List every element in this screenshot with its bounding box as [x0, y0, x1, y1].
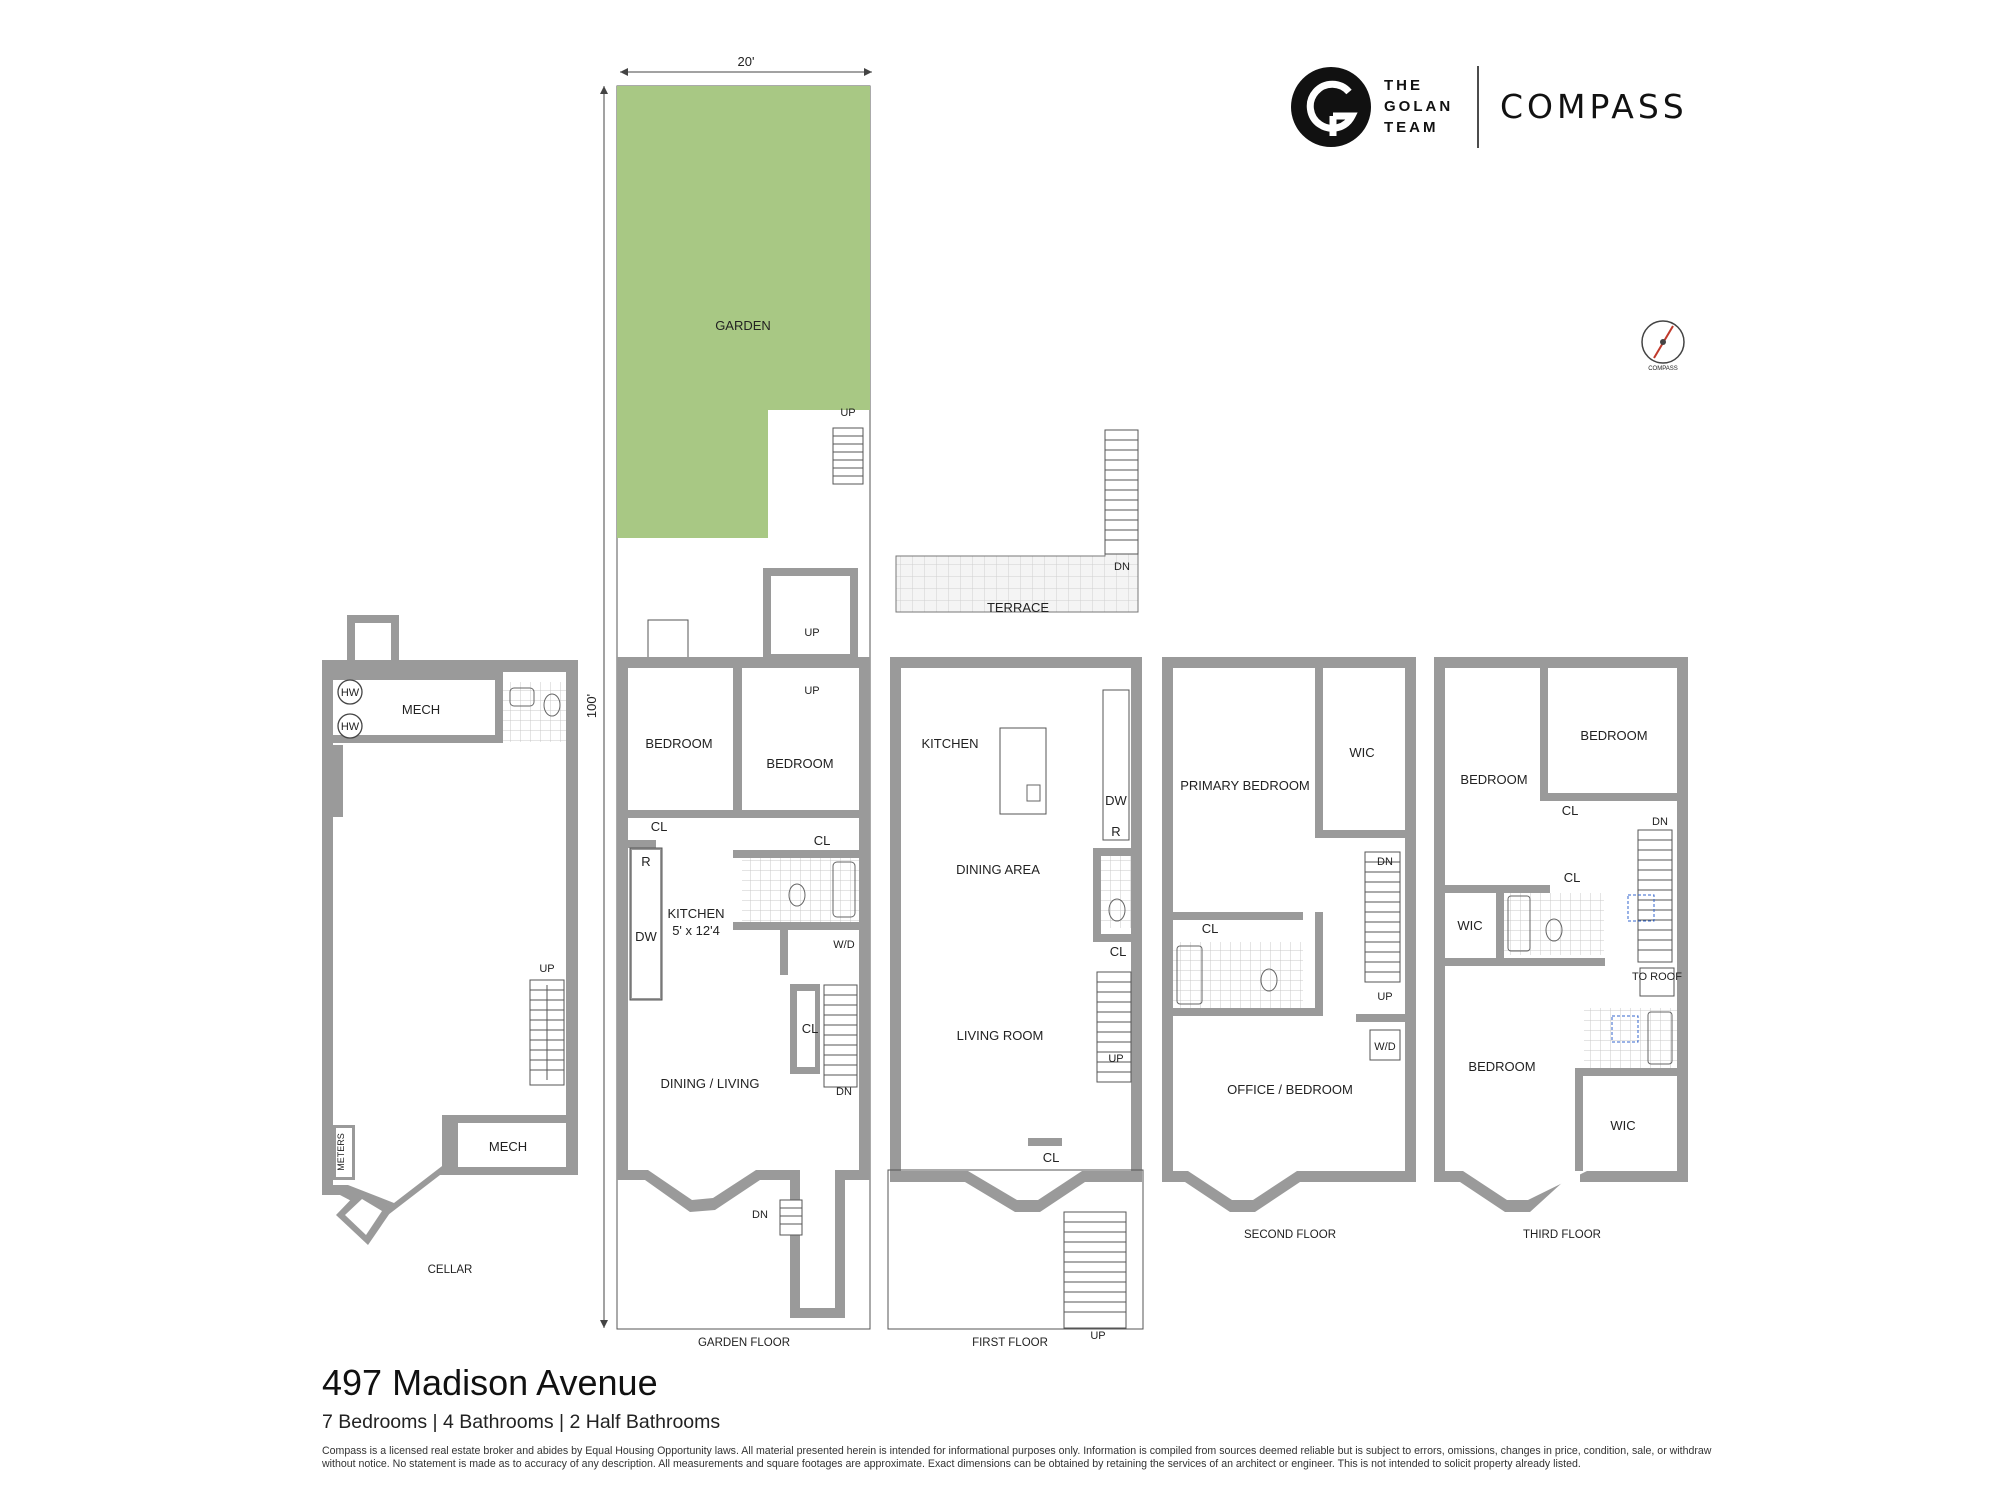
third-wic-b: WIC: [1610, 1118, 1635, 1133]
third-dn: DN: [1652, 816, 1668, 828]
terrace-area: [895, 429, 1139, 613]
cellar-meters: METERS: [336, 1133, 346, 1171]
property-summary: 7 Bedrooms | 4 Bathrooms | 2 Half Bathro…: [322, 1411, 721, 1433]
second-primary-line1: PRIMARY BEDROOM: [1180, 778, 1310, 793]
garden-label: GARDEN: [715, 318, 771, 333]
garden-caption: GARDEN FLOOR: [698, 1337, 790, 1349]
garden-dining-living: DINING / LIVING: [661, 1076, 760, 1091]
first-cl-b: CL: [1043, 1150, 1060, 1165]
first-up-stoop: UP: [1090, 1330, 1105, 1342]
third-cl-a: CL: [1562, 803, 1579, 818]
second-cl: CL: [1202, 921, 1219, 936]
garden-bedroom-left: BEDROOM: [645, 736, 712, 751]
first-caption: FIRST FLOOR: [972, 1337, 1048, 1349]
cellar-hw-2: HW: [341, 721, 360, 733]
garden-dw: DW: [635, 929, 657, 944]
team-line-2: GOLAN: [1384, 98, 1453, 115]
first-r: R: [1111, 824, 1120, 839]
compass-rose-icon: COMPASS: [1641, 320, 1685, 372]
garden-r: R: [641, 854, 650, 869]
garden-kitchen: KITCHEN: [667, 906, 724, 921]
garden-dn-front: DN: [752, 1209, 768, 1221]
garden-up-yard: UP: [840, 407, 855, 419]
cellar-mech-top: MECH: [402, 702, 440, 717]
first-cl-a: CL: [1110, 944, 1127, 959]
garden-area: [617, 86, 870, 538]
team-line-3: TEAM: [1384, 119, 1439, 136]
first-living-room: LIVING ROOM: [957, 1028, 1044, 1043]
first-floor-plan: DN TERRACE KITCHEN DINING AREA LIVING RO…: [887, 429, 1144, 1349]
third-caption: THIRD FLOOR: [1523, 1229, 1601, 1241]
compass-logo: COMPASS: [1500, 87, 1688, 126]
garden-wd: W/D: [833, 939, 854, 951]
third-bedroom-rear: BEDROOM: [1468, 1059, 1535, 1074]
second-wd: W/D: [1374, 1041, 1395, 1053]
garden-bedroom-right: BEDROOM: [766, 756, 833, 771]
property-address: 497 Madison Avenue: [322, 1362, 658, 1403]
third-cl-b: CL: [1564, 870, 1581, 885]
second-floor-plan: WIC PRIMARY BEDROOM CL DN UP W/D OFFICE …: [1162, 657, 1416, 1241]
cellar-stair: UP: [529, 963, 565, 1086]
first-kitchen: KITCHEN: [921, 736, 978, 751]
garden-up-entry: UP: [804, 685, 819, 697]
first-dw: DW: [1105, 793, 1127, 808]
legal-disclaimer: Compass is a licensed real estate broker…: [322, 1445, 1712, 1470]
first-dining-area: DINING AREA: [956, 862, 1040, 877]
team-line-1: THE: [1384, 77, 1423, 94]
width-dimension: 20': [620, 54, 872, 76]
garden-cl-c: CL: [802, 1021, 819, 1036]
third-bedroom-right: BEDROOM: [1580, 728, 1647, 743]
third-wic-a: WIC: [1457, 918, 1482, 933]
terrace-label: TERRACE: [987, 600, 1049, 615]
cellar-mech-bottom: MECH: [489, 1139, 527, 1154]
first-up-stair: UP: [1108, 1053, 1123, 1065]
second-wic: WIC: [1349, 745, 1374, 760]
garden-up-vest: UP: [804, 627, 819, 639]
garden-floor-plan: GARDEN UP UP BEDROOM BEDROOM CL CL UP R …: [616, 85, 871, 1349]
golan-team-logo: THE GOLAN TEAM COMPASS: [1291, 66, 1688, 148]
cellar-caption: CELLAR: [428, 1264, 473, 1276]
second-office-bedroom: OFFICE / BEDROOM: [1227, 1082, 1353, 1097]
depth-dimension: 100': [584, 86, 608, 1328]
second-dn: DN: [1377, 856, 1393, 868]
third-floor-plan: BEDROOM CL BEDROOM CL WIC DN TO ROOF WIC…: [1434, 657, 1688, 1241]
cellar-up: UP: [539, 963, 554, 975]
garden-cl-b: CL: [814, 833, 831, 848]
second-up: UP: [1377, 991, 1392, 1003]
third-to-roof-1: TO ROOF: [1632, 971, 1682, 983]
width-label: 20': [738, 54, 755, 69]
compass-rose-label: COMPASS: [1648, 366, 1678, 372]
first-dn-terrace: DN: [1114, 561, 1130, 573]
cellar-hw-1: HW: [341, 687, 360, 699]
cellar-plan: HW HW MECH UP MECH METERS CELLAR: [322, 615, 578, 1276]
garden-cl-a: CL: [651, 819, 668, 834]
third-bedroom-front-left: BEDROOM: [1460, 772, 1527, 787]
second-caption: SECOND FLOOR: [1244, 1229, 1336, 1241]
garden-kitchen-dim: 5' x 12'4: [672, 923, 720, 938]
depth-label: 100': [584, 694, 599, 718]
garden-dn-stair: DN: [836, 1086, 852, 1098]
golan-g-icon: [1291, 67, 1371, 147]
